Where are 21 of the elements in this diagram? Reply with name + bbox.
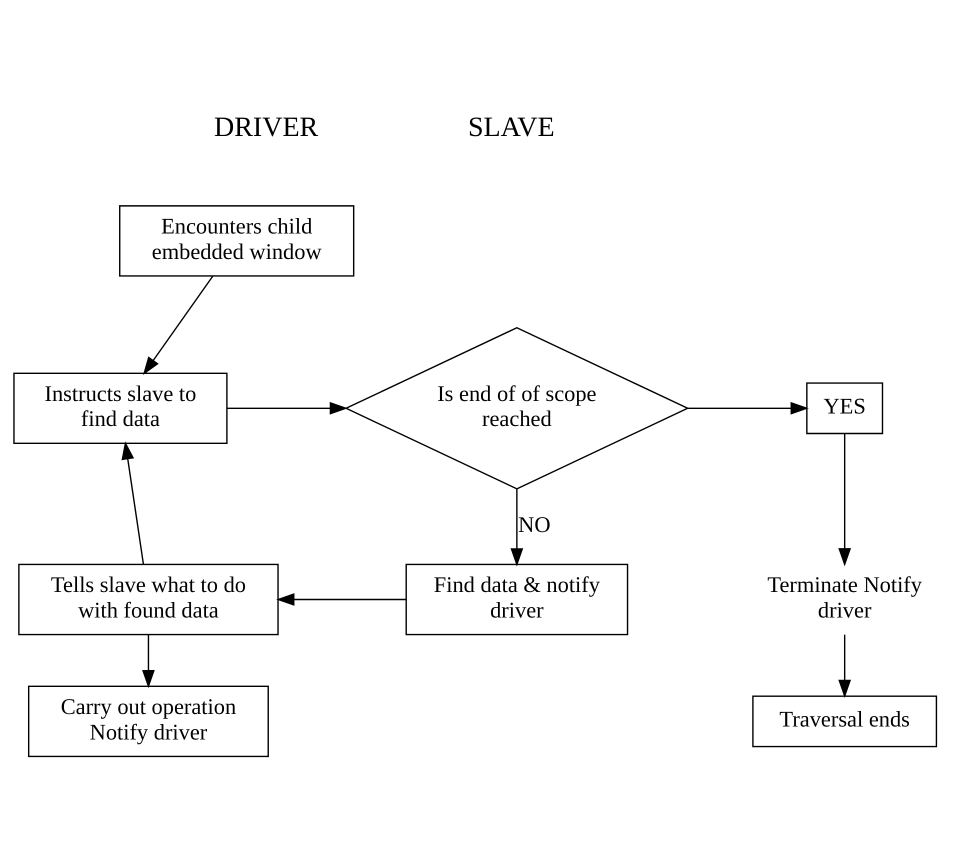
node-box: Find data & notify driver bbox=[406, 563, 628, 635]
node-diamond: Is end of of scope reached bbox=[344, 326, 690, 490]
node-box: Traversal ends bbox=[752, 694, 938, 747]
edge-label: NO bbox=[518, 511, 551, 536]
label: SLAVE bbox=[468, 111, 555, 142]
node-box: YES bbox=[806, 382, 884, 434]
arrow bbox=[838, 634, 852, 698]
arrow bbox=[838, 433, 852, 566]
arrow bbox=[510, 488, 524, 566]
arrow bbox=[276, 592, 406, 606]
node-box: Instructs slave to find data bbox=[13, 372, 228, 444]
arrow bbox=[142, 275, 214, 374]
arrow bbox=[122, 440, 144, 564]
arrow bbox=[226, 401, 348, 414]
node-box: Tells slave what to do with found data bbox=[18, 563, 279, 635]
arrow bbox=[142, 634, 155, 688]
arrow bbox=[688, 401, 809, 414]
node-box: Encounters child embedded window bbox=[119, 204, 354, 276]
label: DRIVER bbox=[214, 111, 318, 142]
node-text: Terminate Notify driver bbox=[767, 572, 922, 622]
node-box: Carry out operation Notify driver bbox=[28, 685, 269, 757]
